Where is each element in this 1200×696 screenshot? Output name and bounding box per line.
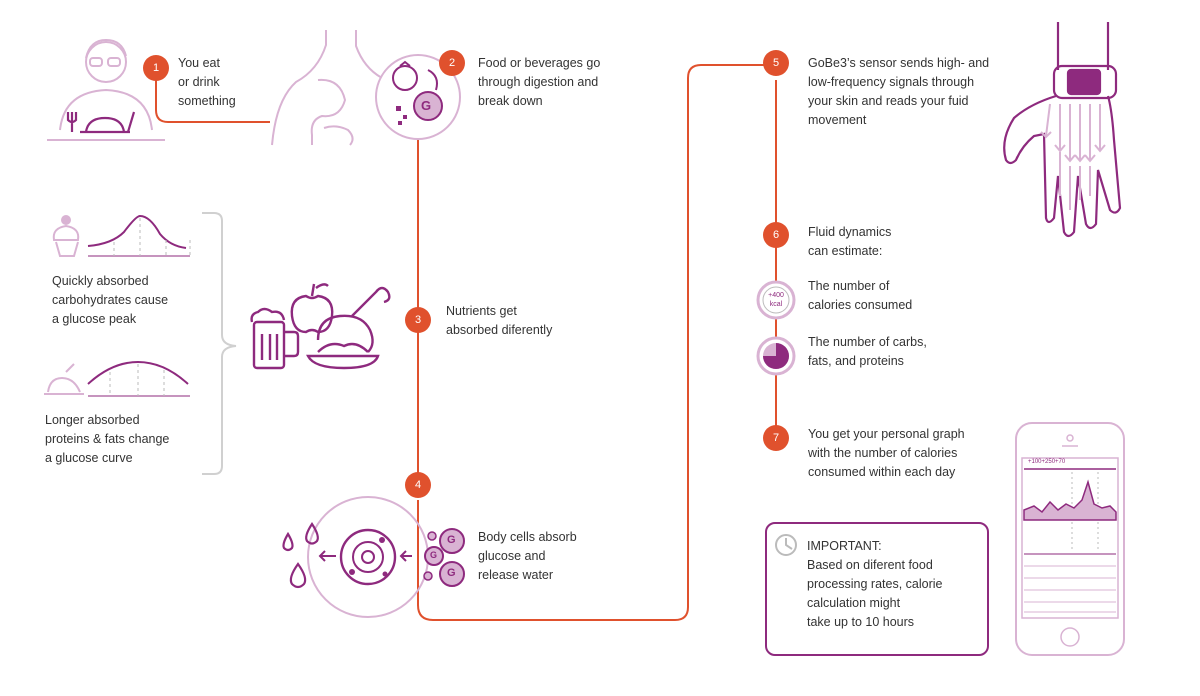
step-5-line-2: low-frequency signals through xyxy=(808,75,975,89)
estimate-calories-line-2: calories consumed xyxy=(808,298,913,312)
step-5-line-4: movement xyxy=(808,113,867,127)
calories-gauge-label: +400 kcal xyxy=(762,291,790,309)
apple-icon xyxy=(290,283,334,334)
step-1-line-1: You eat xyxy=(178,56,220,70)
estimate-macros-line-1: The number of carbs, xyxy=(808,335,927,349)
bracket-line xyxy=(202,212,237,475)
estimate-macros-line-2: fats, and proteins xyxy=(808,354,904,368)
step-7-badge: 7 xyxy=(763,425,789,451)
digestive-system-icon xyxy=(271,30,383,146)
step-4-badge: 4 xyxy=(405,472,431,498)
step-4-text: Body cells absorb glucose and release wa… xyxy=(478,528,577,585)
glucose-slow-curve xyxy=(87,360,190,397)
important-note-line-4: take up to 10 hours xyxy=(807,615,915,629)
step-6-badge: 6 xyxy=(763,222,789,248)
estimate-macros-text: The number of carbs, fats, and proteins xyxy=(808,333,927,371)
phone-icon xyxy=(1015,422,1125,656)
step-6-text: Fluid dynamics can estimate: xyxy=(808,223,891,261)
phone-graph-header: +100+250+70 xyxy=(1028,459,1066,465)
digestion-circle xyxy=(375,54,461,140)
cupcake-icon xyxy=(52,215,80,257)
important-note-line-2: processing rates, calorie xyxy=(807,577,943,591)
step-2-line-3: break down xyxy=(478,94,543,108)
macros-pie-icon xyxy=(756,336,796,376)
slow-nutrients-line-2: proteins & fats change xyxy=(45,432,170,446)
step-5-line-3: your skin and reads your fuid xyxy=(808,94,969,108)
step-5-line-1: GoBe3’s sensor sends high- and xyxy=(808,56,990,70)
step-2-text: Food or beverages go through digestion a… xyxy=(478,54,600,111)
important-note-text: IMPORTANT: Based on diferent food proces… xyxy=(807,537,942,632)
step-2-badge: 2 xyxy=(439,50,465,76)
estimate-calories-line-1: The number of xyxy=(808,279,890,293)
fast-carbs-line-3: a glucose peak xyxy=(52,312,137,326)
beer-mug-icon xyxy=(250,307,300,370)
step-7-line-3: consumed within each day xyxy=(808,465,956,479)
step-6-line-1: Fluid dynamics xyxy=(808,225,892,239)
step-4-line-2: glucose and xyxy=(478,549,546,563)
roast-chicken-icon xyxy=(306,286,391,370)
step-2-line-2: through digestion and xyxy=(478,75,599,89)
fast-carbs-text: Quickly absorbed carbohydrates cause a g… xyxy=(52,272,168,329)
glucose-label-3: G xyxy=(447,567,456,579)
estimate-calories-text: The number of calories consumed xyxy=(808,277,912,315)
slow-nutrients-line-3: a glucose curve xyxy=(45,451,133,465)
important-note-line-1: Based on diferent food xyxy=(807,558,933,572)
glucose-label-1: G xyxy=(447,534,456,546)
step-3-line-2: absorbed diferently xyxy=(446,323,553,337)
fast-carbs-line-1: Quickly absorbed xyxy=(52,274,149,288)
calories-gauge-unit: kcal xyxy=(769,301,783,308)
important-note-line-3: calculation might xyxy=(807,596,901,610)
step-7-line-2: with the number of calories xyxy=(808,446,958,460)
step-7-line-1: You get your personal graph xyxy=(808,427,965,441)
fast-carbs-line-2: carbohydrates cause xyxy=(52,293,169,307)
roast-chicken-small-icon xyxy=(44,363,84,395)
slow-nutrients-text: Longer absorbed proteins & fats change a… xyxy=(45,411,169,468)
step-1-line-2: or drink xyxy=(178,75,220,89)
glucose-molecules-icon xyxy=(423,528,465,587)
step-3-line-1: Nutrients get xyxy=(446,304,517,318)
calories-gauge-icon xyxy=(756,280,796,320)
step-4-line-3: release water xyxy=(478,568,554,582)
flow-connector-lines xyxy=(155,64,777,621)
meal-plate-icon xyxy=(66,111,136,134)
signal-arrows-icon xyxy=(1040,103,1106,210)
step-1-line-3: something xyxy=(178,94,236,108)
water-drops-icon xyxy=(282,522,319,589)
person-eating-icon xyxy=(47,38,165,141)
step-5-text: GoBe3’s sensor sends high- and low-frequ… xyxy=(808,54,989,130)
glucose-label-2: G xyxy=(430,550,438,560)
step-1-badge: 1 xyxy=(143,55,169,81)
step-1-text: You eat or drink something xyxy=(178,54,236,111)
body-cell-icon xyxy=(307,496,429,618)
hand-wristband-icon xyxy=(1003,22,1122,238)
glucose-label-digestion: G xyxy=(421,98,432,113)
slow-nutrients-line-1: Longer absorbed xyxy=(45,413,140,427)
glucose-peak-curve xyxy=(87,214,191,257)
calories-gauge-value: +400 xyxy=(768,292,784,299)
step-3-text: Nutrients get absorbed diferently xyxy=(446,302,552,340)
clock-icon xyxy=(775,534,797,556)
step-2-line-1: Food or beverages go xyxy=(478,56,601,70)
step-3-badge: 3 xyxy=(405,307,431,333)
step-7-text: You get your personal graph with the num… xyxy=(808,425,965,482)
important-note-title: IMPORTANT: xyxy=(807,539,882,553)
important-note-box: IMPORTANT: Based on diferent food proces… xyxy=(765,522,989,656)
step-5-badge: 5 xyxy=(763,50,789,76)
step-6-line-2: can estimate: xyxy=(808,244,883,258)
step-4-line-1: Body cells absorb xyxy=(478,530,577,544)
